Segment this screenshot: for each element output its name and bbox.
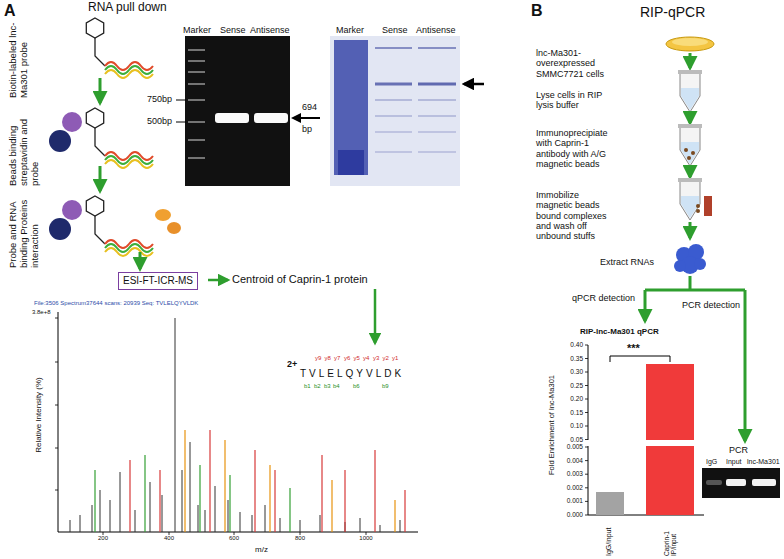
figure-label: Antisense (250, 25, 290, 35)
figure-label: File:3506 Spectrum37644 scans: 20939 Seq… (34, 300, 198, 307)
figure-label: B (531, 2, 543, 20)
figure-label: Immunoprecipiate with Caprin-1 antibody … (536, 128, 618, 169)
figure-label: 800 (288, 535, 312, 542)
figure-label: A (4, 2, 16, 20)
figure-label: m/z (255, 545, 268, 554)
figure-label: Biotin-labeled lnc-Ma301 probe (8, 8, 30, 98)
figure-label: 600 (222, 535, 246, 542)
figure-label: qPCR detection (572, 293, 635, 303)
figure-label: Probe and RNA binding Proteins interacti… (8, 190, 41, 268)
figure-label: y2 (383, 355, 389, 362)
figure-label: Caprin-1 IP/input (663, 516, 678, 556)
figure-label: y9 (315, 355, 321, 362)
figure-label: IgG (706, 458, 717, 466)
figure-label: Beads binding streptavidin and probe (8, 106, 41, 186)
figure-label: 0.003 (561, 470, 583, 477)
figure-label: IgG/input (605, 528, 613, 556)
figure-label: PCR detection (682, 300, 740, 310)
figure-label: Relative Intensity (%) (34, 350, 43, 480)
figure-label: y8 (325, 355, 331, 362)
figure-label: y4 (363, 355, 369, 362)
figure-label: 0.35 (561, 355, 583, 362)
figure-label: 0.40 (561, 341, 583, 348)
figure-label: 0.000 (561, 511, 583, 518)
figure-label: Extract RNAs (600, 257, 654, 267)
figure-label: 0.005 (561, 443, 583, 450)
figure-label: 0.05 (561, 436, 583, 443)
figure-label: b3 (324, 383, 331, 390)
figure-label: b2 (314, 383, 321, 390)
figure-label: y7 (334, 355, 340, 362)
figure-label: Sense (382, 25, 408, 35)
figure-label: 0.004 (561, 457, 583, 464)
box-text: ESI-FT-ICR-MS (123, 275, 193, 287)
figure-label: b9 (382, 383, 389, 390)
figure-label: *** (627, 342, 640, 355)
figure-label: y3 (373, 355, 379, 362)
figure-label: 400 (157, 535, 181, 542)
figure-label: lnc-Ma301 (747, 458, 780, 466)
figure-label: 694 bp (302, 96, 322, 140)
figure-label: y6 (344, 355, 350, 362)
figure-label: PCR (729, 445, 748, 455)
figure-label: Marker (336, 25, 364, 35)
figure-label: 0.002 (561, 484, 583, 491)
figure-label: RNA pull down (88, 1, 167, 15)
figure-label: b4 (333, 383, 340, 390)
figure-label: Fold Enrichment of lnc-Ma301 (548, 350, 557, 500)
figure-label: 0.30 (561, 368, 583, 375)
figure-label: Input (726, 458, 742, 466)
figure-label: TVLELQYVLDK (300, 368, 404, 380)
figure-label: Lyse cells in RIP lysis buffer (536, 90, 618, 111)
figure-label: 500bp (147, 116, 172, 126)
figure-label: b1 (304, 383, 311, 390)
figure-label: 0.20 (561, 395, 583, 402)
process-box: ESI-FT-ICR-MS (118, 272, 198, 290)
figure-label: Sense (220, 25, 246, 35)
figure-label: Immobilize magnetic beads bound complexe… (536, 190, 618, 242)
figure-label: 1000 (354, 535, 378, 542)
figure-label: Centroid of Caprin-1 protein (232, 273, 368, 286)
figure-label: y1 (392, 355, 398, 362)
figure-label: lnc-Ma301-overexpressed SMMC7721 cells (536, 48, 618, 79)
figure-label: 0.001 (561, 497, 583, 504)
figure-label: 0.25 (561, 382, 583, 389)
figure-label: 200 (91, 535, 115, 542)
figure-label: 3.8e+8 (32, 309, 51, 316)
figure-label: 750bp (147, 94, 172, 104)
figure-label: RIP-lnc-Ma301 qPCR (580, 327, 659, 336)
figure-label: Antisense (416, 25, 456, 35)
figure-label: 0.10 (561, 422, 583, 429)
figure-label: 2+ (287, 359, 297, 369)
figure-label: 0.15 (561, 409, 583, 416)
figure-label: RIP-qPCR (640, 4, 705, 20)
figure-label: Marker (183, 25, 211, 35)
figure-label: y5 (354, 355, 360, 362)
figure-label: b6 (353, 383, 360, 390)
